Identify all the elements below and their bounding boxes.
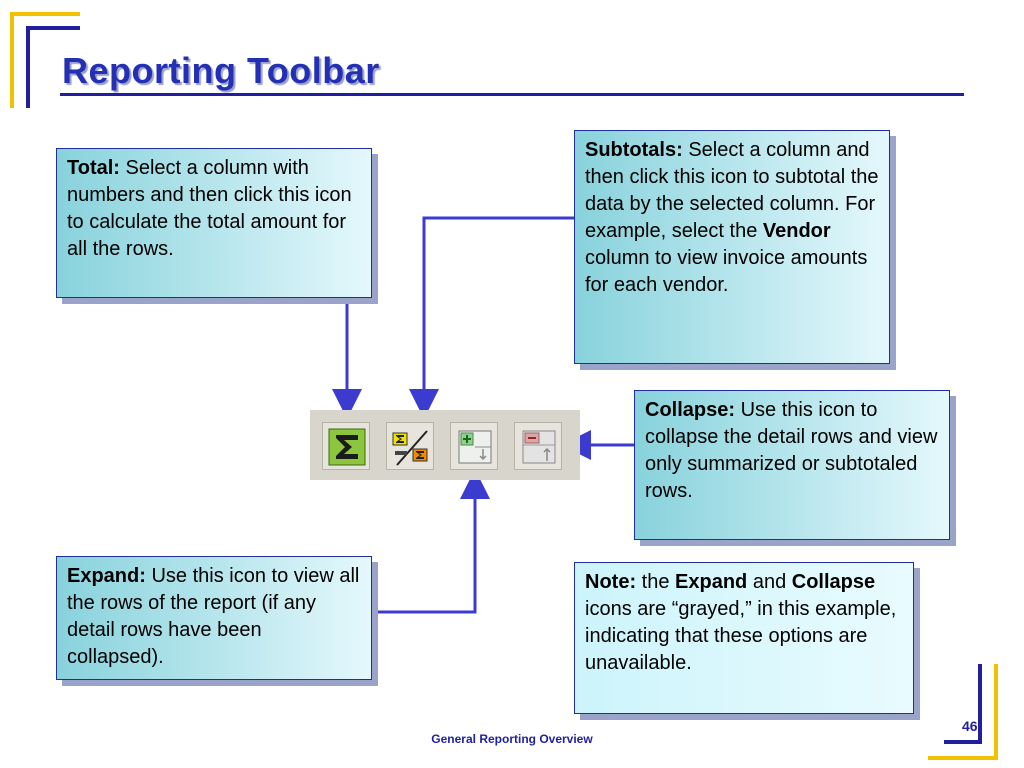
- collapse-button[interactable]: [514, 422, 562, 470]
- note-text-b: and: [747, 571, 792, 593]
- frame-bracket-top-left-yellow: [10, 12, 14, 108]
- total-text: Select a column with numbers and then cl…: [67, 157, 352, 260]
- note-text-c: icons are “grayed,” in this example, ind…: [585, 598, 897, 674]
- frame-bracket-top-left-yellow-h: [10, 12, 80, 16]
- frame-bracket-top-left-blue: [26, 26, 30, 108]
- frame-bracket-bottom-right-yellow: [994, 664, 998, 760]
- subtotals-text-a: Select a column and then click this icon…: [585, 139, 879, 242]
- collapse-callout: Collapse: Use this icon to collapse the …: [634, 390, 950, 540]
- subtotals-label: Subtotals:: [585, 139, 683, 161]
- subtotal-button[interactable]: [386, 422, 434, 470]
- subtotals-text-b: column to view invoice amounts for each …: [585, 247, 868, 296]
- subtotals-vendor-bold: Vendor: [762, 220, 831, 242]
- expand-text: Use this icon to view all the rows of th…: [67, 565, 360, 668]
- sigma-total-icon: [328, 428, 366, 466]
- frame-bracket-top-left-blue-h: [26, 26, 80, 30]
- frame-bracket-bottom-right-blue: [978, 664, 982, 744]
- frame-bracket-bottom-right-blue-h: [944, 740, 982, 744]
- collapse-icon: [522, 430, 556, 464]
- note-expand-bold: Expand: [675, 571, 748, 593]
- note-text-a: the: [636, 571, 676, 593]
- total-label: Total:: [67, 157, 120, 179]
- expand-button[interactable]: [450, 422, 498, 470]
- frame-bracket-bottom-right-yellow-h: [928, 756, 998, 760]
- note-callout: Note: the Expand and Collapse icons are …: [574, 562, 914, 714]
- total-callout: Total: Select a column with numbers and …: [56, 148, 372, 298]
- page-number: 46: [962, 718, 978, 734]
- reporting-toolbar: [310, 410, 580, 480]
- subtotals-callout: Subtotals: Select a column and then clic…: [574, 130, 890, 364]
- note-collapse-bold: Collapse: [791, 571, 876, 593]
- title-underline: [60, 93, 964, 96]
- collapse-label: Collapse:: [645, 399, 736, 421]
- footer-text: General Reporting Overview: [431, 732, 593, 746]
- expand-arrow: [372, 469, 490, 614]
- subtotal-arrow: [409, 216, 574, 419]
- expand-label: Expand:: [67, 565, 146, 587]
- page-title: Reporting Toolbar: [62, 50, 380, 91]
- note-label: Note:: [585, 571, 637, 593]
- expand-icon: [458, 430, 492, 464]
- expand-callout: Expand: Use this icon to view all the ro…: [56, 556, 372, 680]
- total-button[interactable]: [322, 422, 370, 470]
- collapse-text: Use this icon to collapse the detail row…: [645, 399, 938, 502]
- subtotal-icon: [392, 430, 428, 466]
